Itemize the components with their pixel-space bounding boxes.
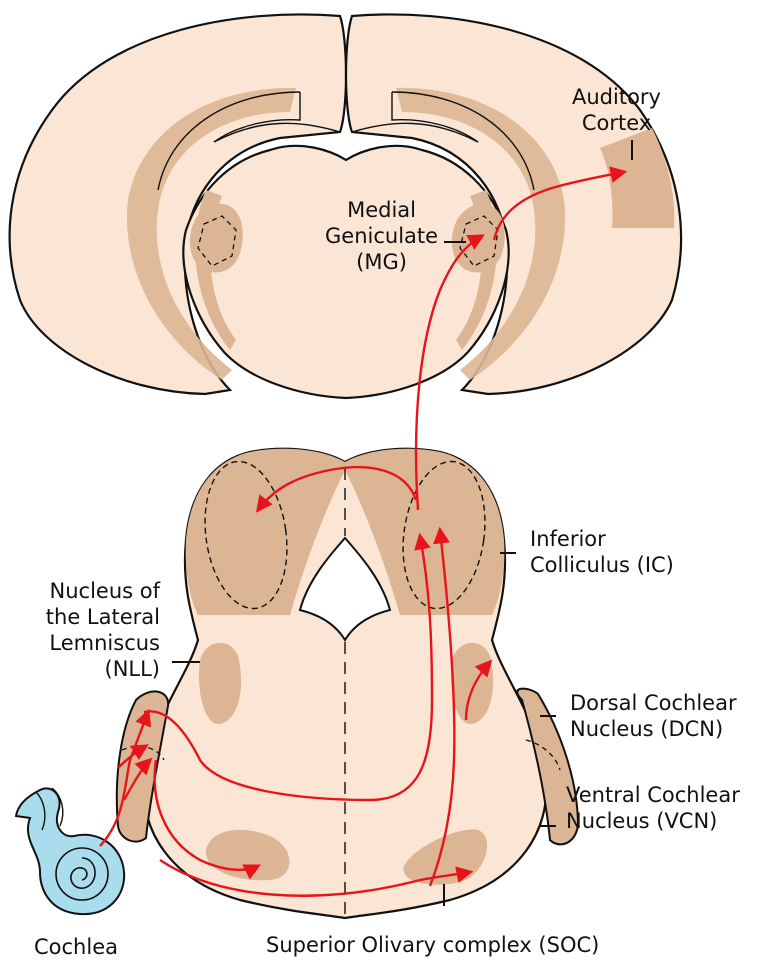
- brainstem-section: [117, 449, 578, 918]
- label-dcn: Dorsal Cochlear Nucleus (DCN): [570, 690, 737, 742]
- label-soc: Superior Olivary complex (SOC): [266, 932, 599, 958]
- label-vcn: Ventral Cochlear Nucleus (VCN): [566, 782, 740, 834]
- cochlea-illustration: [16, 788, 124, 914]
- label-medial-geniculate: Medial Geniculate (MG): [325, 197, 438, 275]
- label-cochlea: Cochlea: [34, 934, 118, 960]
- label-auditory-cortex: Auditory Cortex: [572, 84, 661, 136]
- label-nll: Nucleus of the Lateral Lemniscus (NLL): [26, 578, 160, 682]
- label-inferior-colliculus: Inferior Colliculus (IC): [530, 526, 674, 578]
